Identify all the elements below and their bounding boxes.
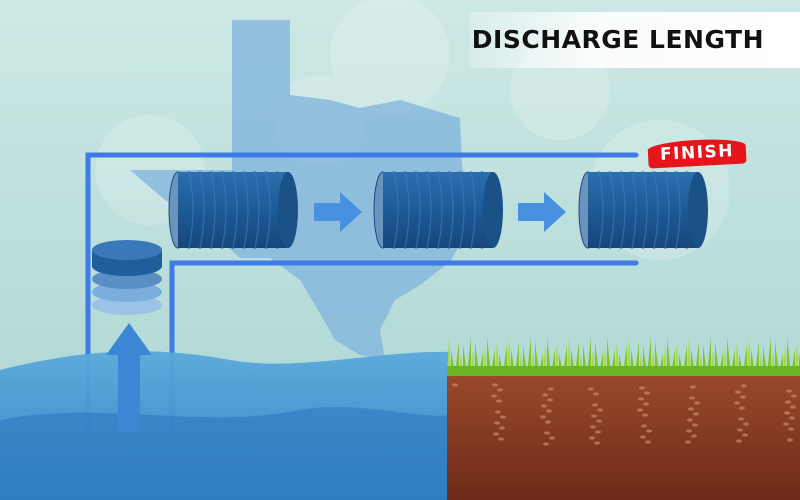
pipe-roll-icon <box>578 171 708 249</box>
soil <box>447 372 800 500</box>
right-arrow-icon <box>518 192 566 232</box>
up-arrow-icon <box>106 323 152 432</box>
grass <box>447 337 800 376</box>
page-title: DISCHARGE LENGTH <box>471 25 764 54</box>
right-arrows <box>314 192 566 232</box>
right-arrow-icon <box>314 192 362 232</box>
pipe-roll-icon <box>168 171 298 249</box>
pipe-rolls <box>168 171 708 249</box>
soil-pebbles <box>452 383 797 446</box>
pipe-roll-icon <box>373 171 503 249</box>
title-banner: DISCHARGE LENGTH <box>470 12 800 68</box>
water-wave <box>0 407 450 500</box>
stacked-discs-icon <box>92 240 162 315</box>
texas-map-icon <box>130 20 470 360</box>
